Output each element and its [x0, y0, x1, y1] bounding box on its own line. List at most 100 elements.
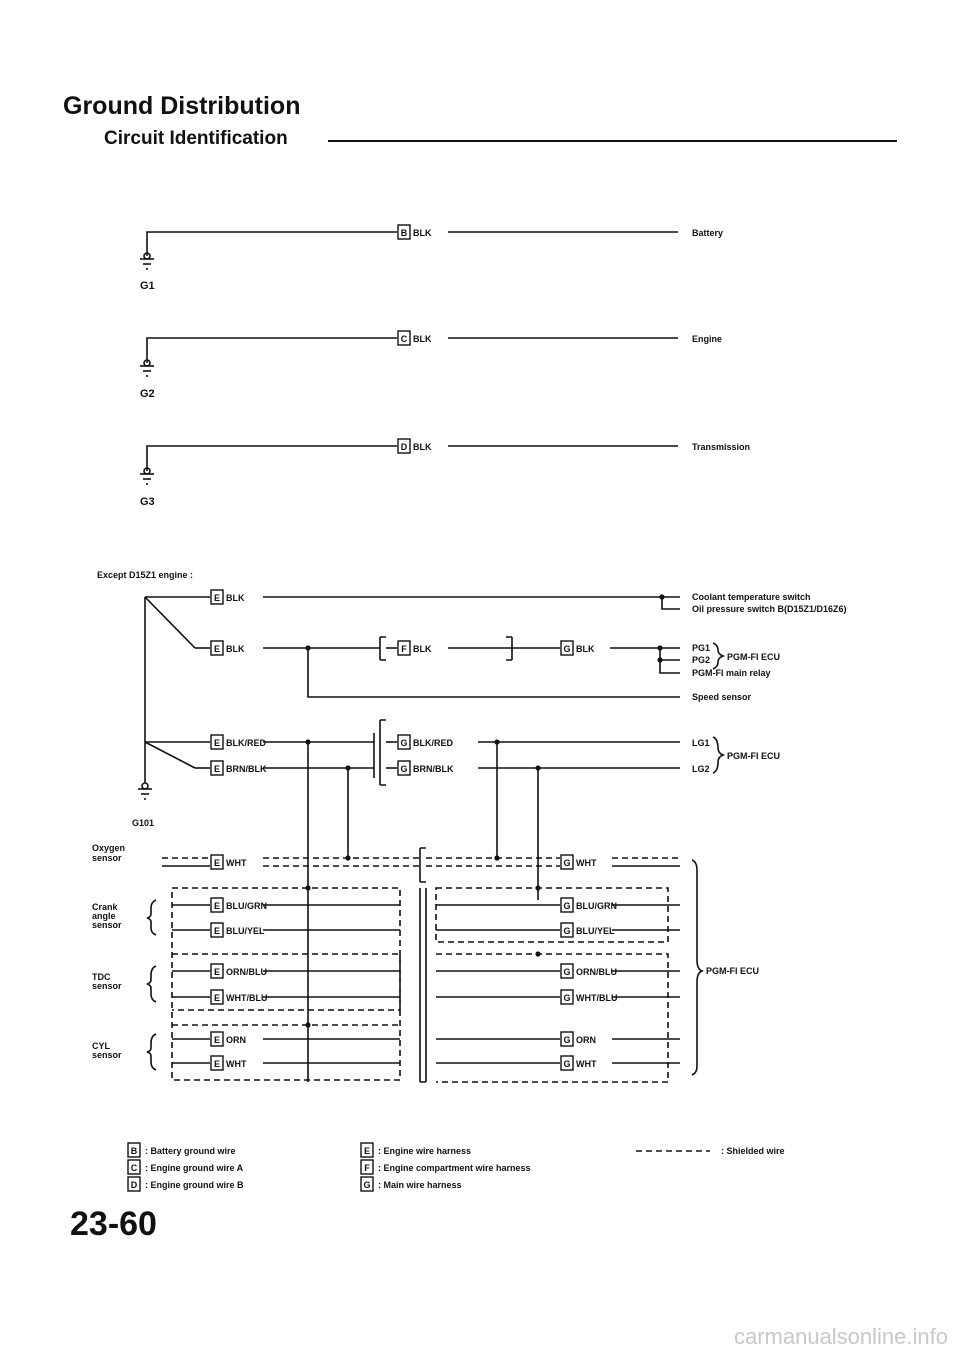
destination-label: Battery [692, 228, 723, 238]
destination-label: PGM-FI ECU [727, 751, 780, 761]
ground-g2-circuit: C BLK Engine G2 [140, 330, 722, 400]
svg-text:C: C [131, 1163, 138, 1173]
wire-code-box [397, 224, 411, 240]
sensor-label: TDC [92, 972, 111, 982]
page-number: 23-60 [70, 1205, 157, 1243]
engine-note: Except D15Z1 engine : [97, 570, 193, 580]
wire-color-label: WHT/BLU [226, 993, 268, 1003]
svg-text:D: D [131, 1180, 138, 1190]
svg-text:E: E [214, 764, 220, 774]
wire-color-label: ORN [226, 1035, 246, 1045]
wire-color-label: BRN/BLK [413, 764, 454, 774]
ground-symbol [140, 359, 154, 377]
sensor-label: Oxygen [92, 843, 125, 853]
destination-label: Transmission [692, 442, 750, 452]
ground-g1-circuit: B BLK Battery G1 [140, 224, 723, 292]
wire-color-label: BLK [413, 644, 432, 654]
sensor-label: sensor [92, 1050, 122, 1060]
svg-text:G: G [563, 926, 570, 936]
wire-color-label: BLK [226, 644, 245, 654]
wire-color-label: BLU/GRN [576, 901, 617, 911]
wire-code-letter: C [401, 334, 408, 344]
ground-label: G1 [140, 280, 155, 292]
wire-color-label: BLK [413, 228, 432, 238]
wire-code-letter: B [401, 228, 408, 238]
destination-label: Coolant temperature switch [692, 592, 811, 602]
ground-label: G101 [132, 818, 154, 828]
destination-label: PGM-FI ECU [706, 966, 759, 976]
svg-text:E: E [214, 993, 220, 1003]
svg-text:E: E [214, 1059, 220, 1069]
legend-text: : Battery ground wire [145, 1146, 236, 1156]
svg-text:E: E [214, 644, 220, 654]
ground-label: G3 [140, 496, 155, 508]
wire-code-boxes: E E F G E E G G E G E E G G E E G G E E … [210, 589, 574, 1071]
svg-text:G: G [400, 738, 407, 748]
svg-text:G: G [563, 967, 570, 977]
destination-label: PG2 [692, 655, 710, 665]
svg-text:G: G [563, 644, 570, 654]
wire-code-letter: D [401, 442, 408, 452]
sensor-label: sensor [92, 920, 122, 930]
destination-label: Speed sensor [692, 692, 752, 702]
legend-text: : Engine wire harness [378, 1146, 471, 1156]
destination-label: PGM-FI ECU [727, 652, 780, 662]
wire-color-label: BLK/RED [226, 738, 266, 748]
destination-label: PG1 [692, 643, 710, 653]
svg-text:G: G [563, 901, 570, 911]
legend-text: : Shielded wire [721, 1146, 785, 1156]
sensor-label: CYL [92, 1041, 111, 1051]
page-title: Ground Distribution [63, 92, 301, 120]
svg-text:E: E [214, 858, 220, 868]
wire-color-label: ORN/BLU [576, 967, 617, 977]
wire-color-label: WHT [226, 858, 247, 868]
sensor-label: angle [92, 911, 116, 921]
wire-color-label: BRN/BLK [226, 764, 267, 774]
legend-text: : Main wire harness [378, 1180, 462, 1190]
svg-text:E: E [214, 1035, 220, 1045]
wire-color-label: BLU/GRN [226, 901, 267, 911]
svg-text:G: G [400, 764, 407, 774]
wire-color-label: WHT [576, 1059, 597, 1069]
wire-color-label: BLU/YEL [226, 926, 265, 936]
svg-text:E: E [214, 967, 220, 977]
wire-color-label: ORN [576, 1035, 596, 1045]
sensor-label: Crank [92, 902, 119, 912]
ground-label: G2 [140, 388, 155, 400]
wire-color-label: BLK [413, 334, 432, 344]
svg-text:G: G [563, 1035, 570, 1045]
svg-text:E: E [214, 926, 220, 936]
legend-text: : Engine ground wire B [145, 1180, 244, 1190]
destination-label: Engine [692, 334, 722, 344]
wire-color-label: BLU/YEL [576, 926, 615, 936]
svg-text:G: G [563, 858, 570, 868]
wire-color-label: WHT [576, 858, 597, 868]
svg-text:G: G [563, 993, 570, 1003]
destination-label: LG2 [692, 764, 710, 774]
svg-text:E: E [364, 1146, 370, 1156]
section-subtitle: Circuit Identification [104, 128, 288, 149]
svg-text:F: F [401, 644, 407, 654]
destination-label: PGM-FI main relay [692, 668, 771, 678]
legend-text: : Engine ground wire A [145, 1163, 244, 1173]
destination-label: LG1 [692, 738, 710, 748]
wire-color-label: ORN/BLU [226, 967, 267, 977]
legend-text: : Engine compartment wire harness [378, 1163, 531, 1173]
svg-text:F: F [364, 1163, 370, 1173]
ground-symbol [140, 252, 154, 270]
wire-color-label: BLK [576, 644, 595, 654]
svg-text:G: G [363, 1180, 370, 1190]
sensor-label: sensor [92, 981, 122, 991]
sensor-label: sensor [92, 853, 122, 863]
ground-symbol [138, 765, 152, 800]
wire-color-label: WHT [226, 1059, 247, 1069]
svg-text:B: B [131, 1146, 138, 1156]
ground-g3-circuit: D BLK Transmission G3 [140, 438, 750, 508]
destination-label: Oil pressure switch B(D15Z1/D16Z6) [692, 604, 847, 614]
wire-color-label: BLK/RED [413, 738, 453, 748]
g101-circuit: G101 [92, 589, 847, 1083]
svg-text:E: E [214, 901, 220, 911]
wire-color-label: WHT/BLU [576, 993, 618, 1003]
wire-color-label: BLK [413, 442, 432, 452]
